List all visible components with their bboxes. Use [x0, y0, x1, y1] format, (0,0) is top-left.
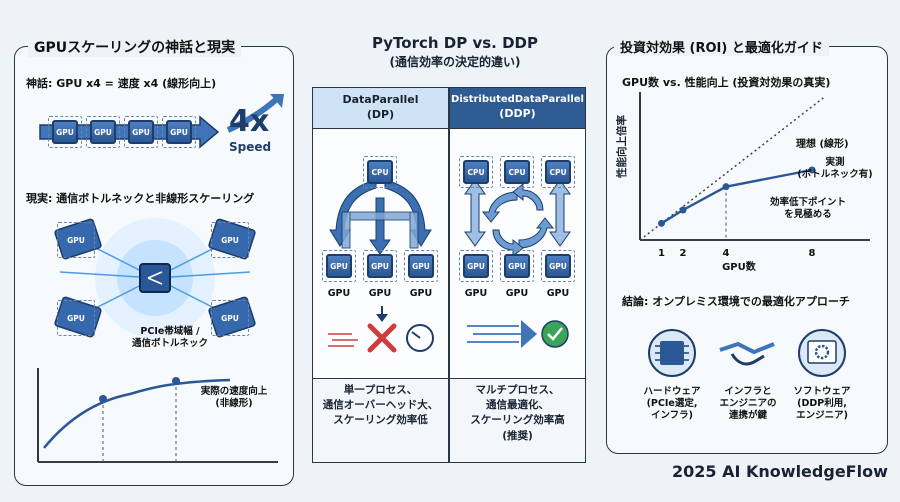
ddp-caption-line3: スケーリング効率高	[470, 414, 565, 427]
software-label-line2: (DDP利用,	[797, 397, 847, 409]
right-panel-title: 投資対効果 (ROI) と最適化ガイド	[614, 37, 829, 56]
software-label-line3: エンジニア)	[796, 409, 848, 421]
myth-gpu-chip-3: GPU	[124, 116, 158, 148]
collaboration-label-line3: 連携が鍵	[728, 409, 767, 421]
roi-x-axis-label: GPU数	[722, 260, 757, 273]
dp-gpu-chip-1: GPU	[322, 250, 356, 282]
dp-gpu-label-3: GPU	[409, 288, 433, 299]
reality-gpu-chip-3: GPU	[57, 300, 95, 336]
actual-speed-line1: 実際の速度向上	[200, 386, 268, 397]
myth-gpu-chip-2: GPU	[86, 116, 120, 148]
roi-x-tick-label: 4	[723, 248, 730, 259]
roi-ylabel: 性能向上倍率	[616, 115, 628, 178]
left-panel-title: GPUスケーリングの神話と現実	[28, 37, 242, 57]
actual-curve-label: 実測 (ボトルネック有)	[790, 157, 880, 181]
center-title-line2: (通信効率の決定的違い)	[389, 55, 521, 69]
collaboration-label-line1: インフラと	[724, 386, 772, 397]
roi-actual-point	[679, 206, 687, 214]
ddp-cpu-chip-1: CPU	[459, 156, 493, 188]
myth-gpu-chip-4: GPU	[162, 116, 196, 148]
efficiency-drop-line1: 効率低下ポイント	[769, 197, 846, 208]
right-panel	[606, 46, 888, 454]
footer-credit: 2025 AI KnowledgeFlow	[672, 462, 888, 481]
dp-gpu-label-1: GPU	[327, 288, 351, 299]
roi-ideal-line	[639, 96, 826, 241]
ideal-label: 理想 (線形)	[796, 139, 849, 150]
dp-cpu-chip: CPU	[363, 156, 397, 188]
actual-speed-line2: (非線形)	[215, 397, 253, 409]
ddp-gpu-chip-3: GPU	[541, 250, 575, 282]
software-label: ソフトウェア (DDP利用, エンジニア)	[777, 386, 867, 422]
ddp-gpu-label-1: GPU	[464, 288, 488, 299]
hardware-label-line2: (PCIe選定,	[646, 397, 698, 409]
collaboration-label: インフラと エンジニアの 連携が鍵	[703, 386, 793, 422]
bottleneck-label-line1: PCIe帯域幅 /	[140, 326, 200, 337]
actual-speed-label: 実際の速度向上 (非線形)	[184, 386, 284, 410]
ddp-cpu-chip-2: CPU	[500, 156, 534, 188]
dp-caption-line2: 通信オーバーヘッド大、	[322, 399, 439, 412]
ddp-caption-line1: マルチプロセス、	[475, 384, 560, 396]
reality-gpu-chip-2: GPU	[211, 222, 249, 258]
roi-actual-line	[660, 168, 813, 225]
hardware-chip-icon	[648, 329, 696, 377]
ddp-header: DistributedDataParallel (DDP)	[449, 87, 586, 129]
dp-gpu-label-2: GPU	[368, 288, 392, 299]
actual-speed-curve	[37, 368, 278, 463]
bottleneck-label-line2: 通信ボトルネック	[131, 337, 208, 349]
conclusion-label: 結論: オンプレミス環境での最適化アプローチ	[622, 295, 850, 308]
hardware-label: ハードウェア (PCIe選定, インフラ)	[627, 386, 717, 422]
ddp-gpu-chip-1: GPU	[459, 250, 493, 282]
speed-rise-arrow-icon	[226, 94, 284, 133]
reality-gpu-chip-1: GPU	[57, 222, 95, 258]
myth-label: 神話: GPU x4 = 速度 x4 (線形向上)	[26, 77, 217, 90]
actual-curve-label-line2: (ボトルネック有)	[797, 168, 873, 180]
speed-label: Speed	[229, 140, 272, 154]
roi-x-tick-label: 1	[658, 248, 665, 259]
efficiency-drop-label: 効率低下ポイント を見極める	[758, 197, 858, 221]
roi-actual-point	[722, 183, 730, 191]
hardware-label-line1: ハードウェア	[643, 386, 701, 397]
dp-flow-arrows	[329, 179, 432, 255]
bottleneck-network	[54, 218, 256, 338]
ddp-gpu-label-3: GPU	[546, 288, 570, 299]
ddp-cpu-chip-3: CPU	[541, 156, 575, 188]
roi-actual-point	[808, 166, 816, 174]
ddp-caption: マルチプロセス、 通信最適化、 スケーリング効率高 (推奨)	[449, 378, 586, 463]
dp-header-line2: (DP)	[366, 107, 395, 121]
roi-x-tick-label: 8	[809, 248, 816, 259]
software-label-line1: ソフトウェア	[793, 386, 851, 397]
center-title: PyTorch DP vs. DDP (通信効率の決定的違い)	[312, 34, 598, 70]
hardware-label-line3: インフラ)	[650, 409, 694, 421]
reality-label: 現実: 通信ボトルネックと非線形スケーリング	[26, 192, 255, 205]
software-gear-icon	[798, 329, 846, 377]
speed-4x: 4x	[229, 104, 270, 139]
handshake-icon	[719, 341, 775, 366]
ddp-caption-line2: 通信最適化、	[486, 399, 549, 412]
myth-gpu-chip-1: GPU	[48, 116, 82, 148]
ddp-header-line2: (DDP)	[499, 106, 536, 120]
efficiency-drop-line2: を見極める	[784, 208, 832, 220]
dp-header-line1: DataParallel	[342, 93, 419, 106]
roi-chart-title: GPU数 vs. 性能向上 (投資対効果の真実)	[622, 76, 831, 89]
dp-gpu-chip-3: GPU	[404, 250, 438, 282]
ddp-ring-arrows	[464, 179, 571, 258]
ddp-gpu-chip-2: GPU	[500, 250, 534, 282]
ddp-header-line1: DistributedDataParallel	[451, 94, 584, 105]
dp-gpu-chip-2: GPU	[363, 250, 397, 282]
ddp-gpu-label-2: GPU	[505, 288, 529, 299]
dp-caption-line3: スケーリング効率低	[333, 414, 428, 427]
dp-caption: 単一プロセス、 通信オーバーヘッド大、 スケーリング効率低	[312, 378, 449, 463]
ddp-fast-indicator	[467, 320, 569, 348]
center-title-line1: PyTorch DP vs. DDP	[372, 34, 538, 52]
ddp-caption-line4: (推奨)	[502, 429, 533, 442]
actual-curve-label-line1: 実測	[825, 157, 845, 168]
dp-slow-indicator	[328, 306, 434, 353]
bottleneck-label: PCIe帯域幅 / 通信ボトルネック	[110, 326, 230, 350]
dp-caption-line1: 単一プロセス、	[343, 384, 418, 396]
dp-header: DataParallel (DP)	[312, 87, 449, 129]
collaboration-label-line2: エンジニアの	[719, 397, 777, 409]
roi-actual-point	[658, 219, 665, 227]
roi-x-tick-label: 2	[680, 248, 687, 259]
